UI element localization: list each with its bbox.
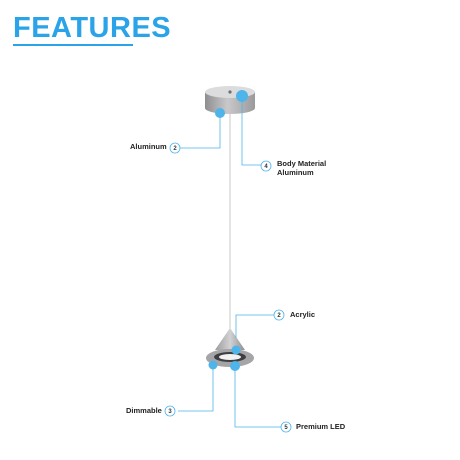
label-body-material: Body Material Aluminum (277, 159, 327, 177)
title-underline (13, 44, 133, 46)
leader-body-material (241, 96, 262, 166)
badge-number-body-material: 4 (264, 164, 268, 170)
badge-dimmable (164, 405, 176, 417)
dot-dimmable (208, 360, 218, 370)
badge-body-material (260, 160, 272, 172)
label-body-material-line1: Body Material (277, 159, 327, 168)
pendant-shade (206, 328, 254, 367)
leader-acrylic (235, 314, 275, 338)
page-title: FEATURES (13, 12, 172, 44)
label-aluminum: Aluminum (130, 142, 167, 151)
badge-number-dimmable: 3 (168, 409, 172, 415)
badge-number-premium-led: 5 (284, 425, 288, 431)
label-body-material-line2: Aluminum (277, 167, 314, 177)
leader-premium-led (234, 368, 283, 428)
badge-number-acrylic: 2 (277, 313, 281, 319)
leader-aluminum (180, 113, 221, 149)
dot-body-material (236, 90, 248, 102)
leader-dimmable (178, 367, 214, 412)
dot-aluminum (215, 108, 225, 118)
badge-aluminum (169, 142, 181, 154)
badge-premium-led (280, 421, 292, 433)
dot-acrylic (231, 345, 241, 355)
badge-number-aluminum: 2 (173, 146, 177, 152)
leader-lines (178, 96, 283, 428)
callout-dots (208, 90, 248, 371)
canopy (205, 86, 255, 114)
label-dimmable: Dimmable (126, 406, 162, 415)
badge-acrylic (273, 309, 285, 321)
label-acrylic: Acrylic (290, 310, 316, 319)
number-badges (164, 142, 292, 433)
label-premium-led: Premium LED (296, 422, 346, 431)
dot-premium-led (230, 361, 240, 371)
